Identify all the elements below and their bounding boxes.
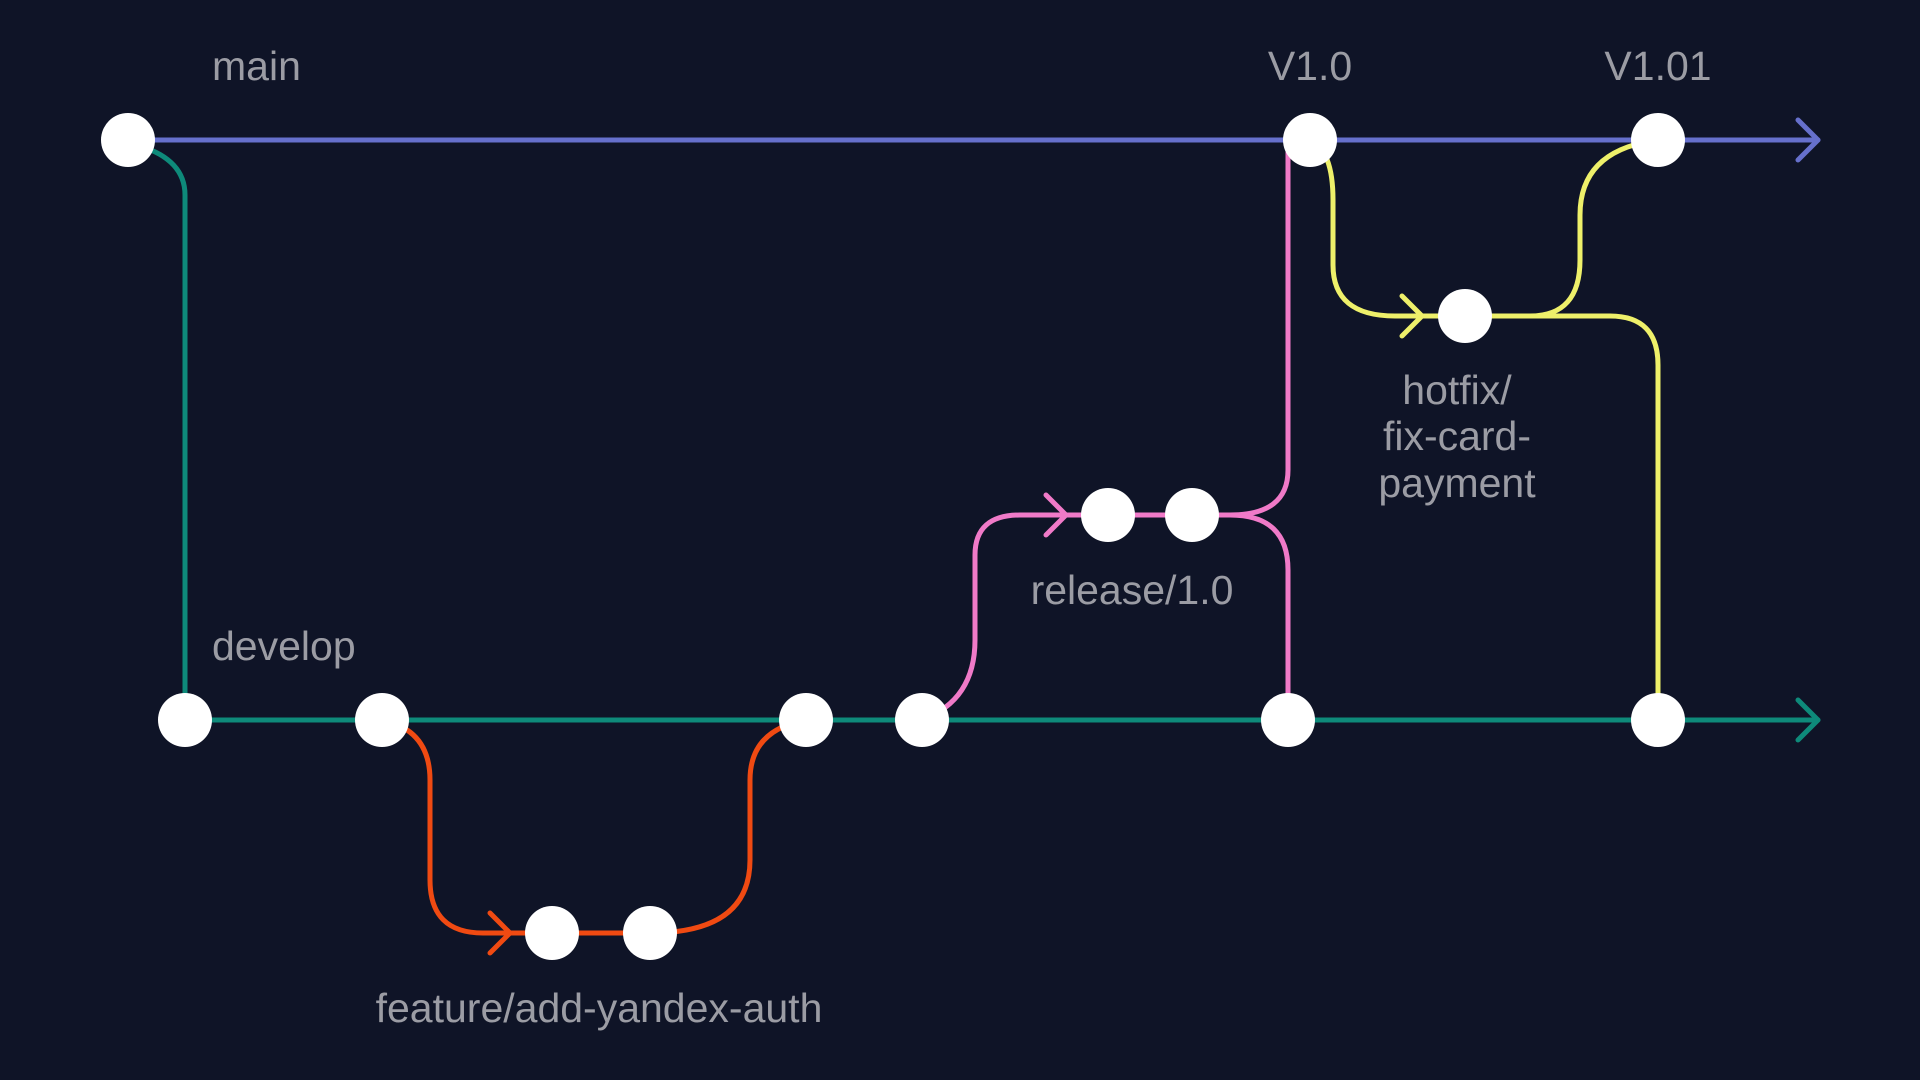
release-branch-line (919, 137, 1291, 723)
hotfix-branch-label-line-2: fix-card- (1383, 413, 1531, 459)
develop-from-main-connector (137, 143, 188, 723)
develop-branch-label: develop (212, 623, 356, 669)
feature-arrow-head (487, 910, 513, 956)
feature-branch-label: feature/add-yandex-auth (376, 985, 823, 1031)
develop-commit-feature-merge (779, 693, 833, 747)
main-arrow-head (1795, 117, 1821, 163)
feature-commit-1 (525, 906, 579, 960)
hotfix-commit-1 (1438, 289, 1492, 343)
main-commit-v1-0 (1283, 113, 1337, 167)
develop-commit-hotfix-merge (1631, 693, 1685, 747)
release-merge-to-develop-line (1227, 512, 1291, 723)
tag-v1-0-label: V1.0 (1268, 43, 1352, 89)
hotfix-branch-label-line-1: hotfix/ (1402, 367, 1512, 413)
release-branch-label: release/1.0 (1031, 567, 1234, 613)
release-commit-2 (1165, 488, 1219, 542)
feature-branch-line (379, 717, 809, 936)
main-commit-v1-01 (1631, 113, 1685, 167)
hotfix-arrow-head (1399, 293, 1425, 339)
develop-commit-1 (158, 693, 212, 747)
main-branch-label: main (212, 43, 301, 89)
develop-arrow-head (1795, 697, 1821, 743)
develop-commit-4 (895, 693, 949, 747)
tag-v1-01-label: V1.01 (1604, 43, 1711, 89)
hotfix-branch-line (1307, 137, 1661, 319)
hotfix-merge-to-develop-line (1527, 313, 1661, 723)
release-arrow-head (1043, 492, 1069, 538)
develop-commit-release-merge (1261, 693, 1315, 747)
release-commit-1 (1081, 488, 1135, 542)
main-commit-initial (101, 113, 155, 167)
feature-commit-2 (623, 906, 677, 960)
hotfix-branch-label-line-3: payment (1378, 460, 1536, 506)
develop-commit-2 (355, 693, 409, 747)
